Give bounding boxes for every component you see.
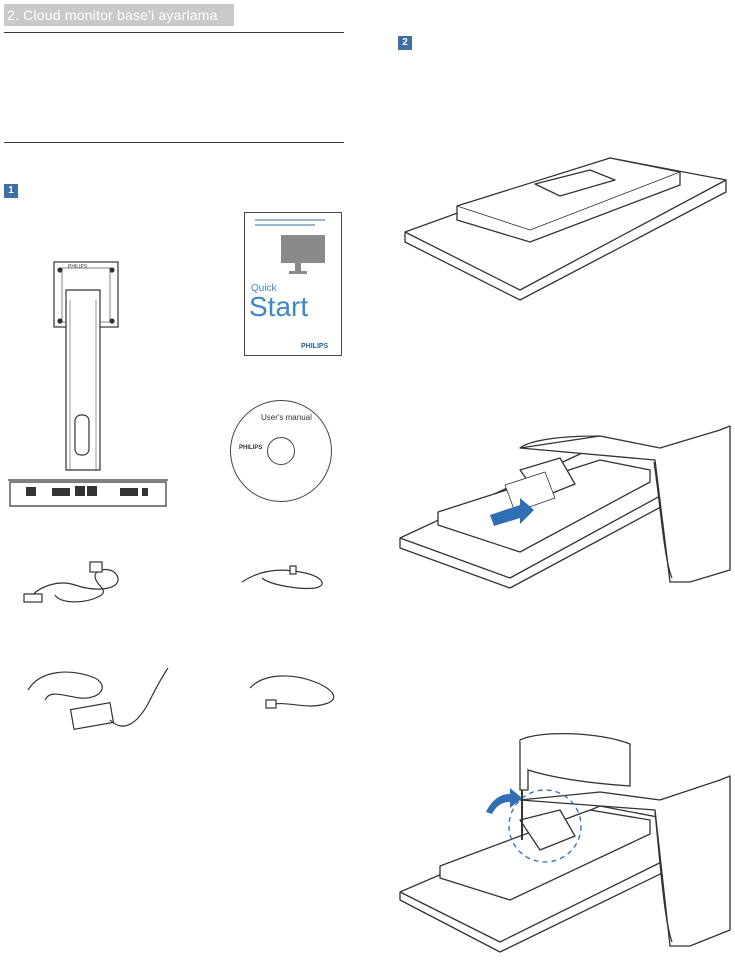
rotate-arrow-icon <box>486 788 522 814</box>
